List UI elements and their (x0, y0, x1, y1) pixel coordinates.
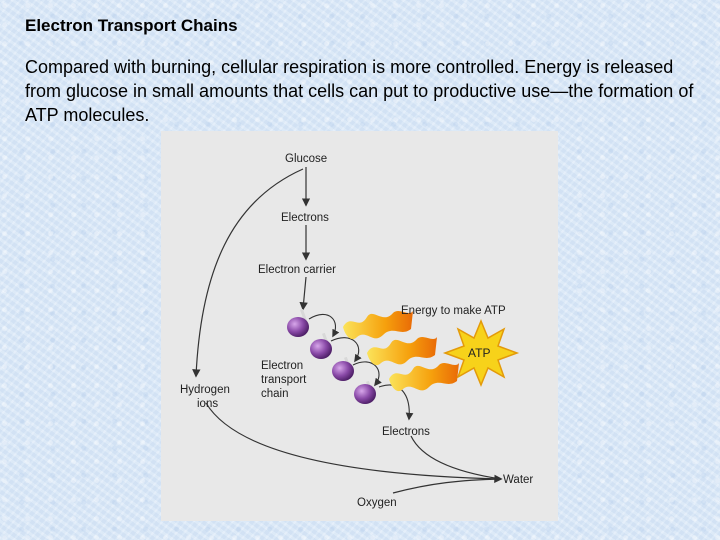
label-oxygen: Oxygen (357, 497, 397, 509)
label-energy-to-make-atp: Energy to make ATP (401, 305, 506, 317)
atp-star-icon (442, 319, 520, 387)
arrow-oxygen-to-water (392, 478, 502, 494)
label-hydrogen-line1: Hydrogen (180, 384, 230, 396)
electron-hop-arrow-3 (352, 361, 382, 387)
electron-hop-arrow-1 (308, 313, 340, 338)
energy-flame-3 (389, 363, 459, 392)
slide-body-text: Compared with burning, cellular respirat… (25, 57, 694, 125)
electron-hop-arrow-2 (330, 337, 362, 363)
label-electron-carrier: Electron carrier (258, 264, 336, 276)
diagram-canvas: Glucose Electrons Electron carrier Energ… (180, 153, 533, 509)
label-etc-line3: chain (261, 388, 289, 400)
slide-title: Electron Transport Chains (25, 16, 238, 35)
energy-flame-1 (343, 311, 413, 340)
arrow-electrons-to-water (410, 435, 502, 480)
label-etc-line1: Electron (261, 360, 303, 372)
label-glucose: Glucose (285, 153, 327, 165)
label-etc-line2: transport (261, 374, 307, 386)
energy-flame-2 (367, 337, 437, 366)
label-atp: ATP (468, 346, 490, 360)
label-electrons-bottom: Electrons (382, 426, 430, 438)
arrow-hydrogen-to-water (205, 402, 503, 484)
arrow-carrier-to-chain (299, 276, 308, 311)
protein-3 (332, 356, 354, 381)
protein-1 (287, 308, 309, 337)
electron-hop-arrow-4 (378, 384, 414, 421)
arrow-glucose-to-hydrogen-ions (192, 168, 304, 378)
label-water: Water (503, 474, 533, 486)
label-hydrogen-line2: ions (197, 398, 218, 410)
electron-transport-diagram: Glucose Electrons Electron carrier Energ… (161, 131, 558, 521)
protein-4 (354, 380, 376, 404)
label-electrons-top: Electrons (281, 212, 329, 224)
protein-2 (310, 332, 332, 359)
